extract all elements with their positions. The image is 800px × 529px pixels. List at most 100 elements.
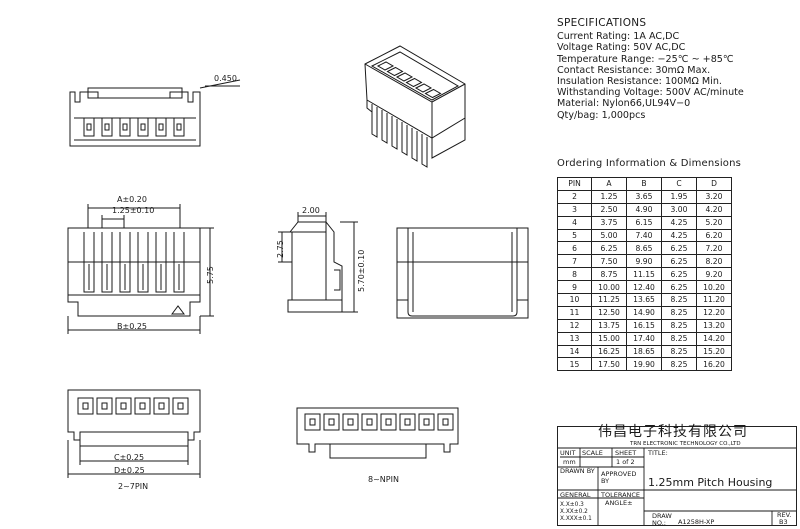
specifications-block: SPECIFICATIONS Current Rating: 1A AC,DC …	[557, 17, 797, 121]
table-cell: 6.25	[591, 241, 627, 256]
table-cell: 8.25	[661, 293, 697, 307]
table-cell: 7.50	[591, 254, 627, 269]
table-cell: 9	[557, 280, 592, 295]
table-cell: 14.20	[696, 331, 732, 346]
column-header: D	[696, 177, 732, 191]
table-cell: 1.95	[661, 189, 697, 204]
dim-label-b: B±0.25	[117, 322, 148, 331]
pin-range-2-7: 2~7PIN	[118, 482, 149, 491]
table-cell: 16.25	[591, 344, 627, 359]
terminal-window	[176, 123, 182, 131]
side-view	[278, 212, 358, 313]
table-cell: 10	[557, 293, 592, 307]
iso-cavity	[414, 83, 433, 93]
table-cell: 4.25	[661, 228, 697, 243]
spec-line: Material: Nylon66,UL94V−0	[557, 98, 691, 110]
table-cell: 13.65	[626, 293, 662, 307]
rev-label: REV.	[777, 511, 792, 519]
company-name-en: TRN ELECTRONIC TECHNOLOGY CO.,LTD	[630, 441, 741, 447]
terminal-slot	[119, 118, 131, 137]
column-header: C	[661, 177, 697, 191]
bottom-view-large	[296, 407, 459, 459]
table-cell: 5.00	[591, 228, 627, 243]
table-cell: 4	[557, 215, 592, 230]
column-header: PIN	[557, 177, 592, 191]
dim-label-a: A±0.20	[117, 195, 147, 204]
table-cell: 19.90	[626, 357, 662, 372]
table-cell: 13.75	[591, 318, 627, 333]
iso-leg	[381, 110, 388, 144]
bottom-cavity	[399, 413, 416, 431]
approved-by-label: APPROVED BY	[601, 470, 637, 485]
table-cell: 8.20	[696, 254, 732, 269]
table-cell: 13.20	[696, 318, 732, 333]
specifications-title: SPECIFICATIONS	[557, 17, 647, 29]
spec-line: Current Rating: 1A AC,DC	[557, 31, 680, 43]
table-cell: 6.15	[626, 215, 662, 230]
bottom-cavity	[361, 413, 378, 431]
bottom-cavity	[380, 413, 397, 431]
table-cell: 11	[557, 305, 592, 320]
table-cell: 8.25	[661, 357, 697, 372]
bottom-cavity	[77, 397, 94, 415]
dim-label-200: 2.00	[302, 206, 320, 215]
dim-label-575: 5.75	[206, 266, 215, 284]
bottom-contact	[101, 402, 108, 410]
bottom-contact	[423, 418, 430, 426]
spec-line: Voltage Rating: 50V AC,DC	[557, 42, 686, 54]
bottom-view-small	[67, 389, 201, 478]
unit-value: mm	[563, 458, 576, 466]
table-cell: 8	[557, 267, 592, 282]
dim-label-0450: 0.450	[214, 74, 237, 83]
table-cell: 6.25	[661, 280, 697, 295]
table-cell: 16.15	[626, 318, 662, 333]
table-cell: 12.20	[696, 305, 732, 320]
bottom-contact	[139, 402, 146, 410]
terminal-slot	[173, 118, 185, 137]
table-cell: 9.20	[696, 267, 732, 282]
bottom-cavity	[172, 397, 189, 415]
table-cell: 7	[557, 254, 592, 269]
table-cell: 8.25	[661, 344, 697, 359]
table-cell: 8.65	[626, 241, 662, 256]
table-cell: 14.90	[626, 305, 662, 320]
draw-no-value: A1258H-XP	[678, 518, 715, 526]
table-cell: 16.20	[696, 357, 732, 372]
iso-leg	[371, 104, 378, 138]
dim-label-125: 1.25±0.10	[112, 206, 155, 215]
table-cell: 7.20	[696, 241, 732, 256]
rev-value: B3	[779, 518, 788, 526]
table-cell: 17.40	[626, 331, 662, 346]
table-cell: 6.25	[661, 241, 697, 256]
iso-leg	[421, 134, 428, 168]
contact-cavity	[119, 232, 131, 293]
iso-leg	[391, 116, 398, 150]
table-cell: 6.25	[661, 267, 697, 282]
table-cell: 5	[557, 228, 592, 243]
table-cell: 11.15	[626, 267, 662, 282]
title-block: 伟昌电子科技有限公司 TRN ELECTRONIC TECHNOLOGY CO.…	[557, 424, 797, 527]
terminal-window	[86, 123, 92, 131]
bottom-contact	[82, 402, 89, 410]
terminal-slot	[155, 118, 167, 137]
terminal-slot	[101, 118, 113, 137]
unit-label: UNIT	[560, 449, 576, 457]
table-cell: 17.50	[591, 357, 627, 372]
table-cell: 8.25	[661, 331, 697, 346]
table-cell: 15.20	[696, 344, 732, 359]
table-cell: 10.00	[591, 280, 627, 295]
product-title: 1.25mm Pitch Housing	[648, 476, 773, 489]
table-cell: 6.20	[696, 228, 732, 243]
table-cell: 2	[557, 189, 592, 204]
company-name-cn: 伟昌电子科技有限公司	[598, 424, 748, 440]
table-cell: 8.75	[591, 267, 627, 282]
bottom-cavity	[323, 413, 340, 431]
table-cell: 6.25	[661, 254, 697, 269]
bottom-cavity	[115, 397, 132, 415]
bottom-contact	[328, 418, 335, 426]
